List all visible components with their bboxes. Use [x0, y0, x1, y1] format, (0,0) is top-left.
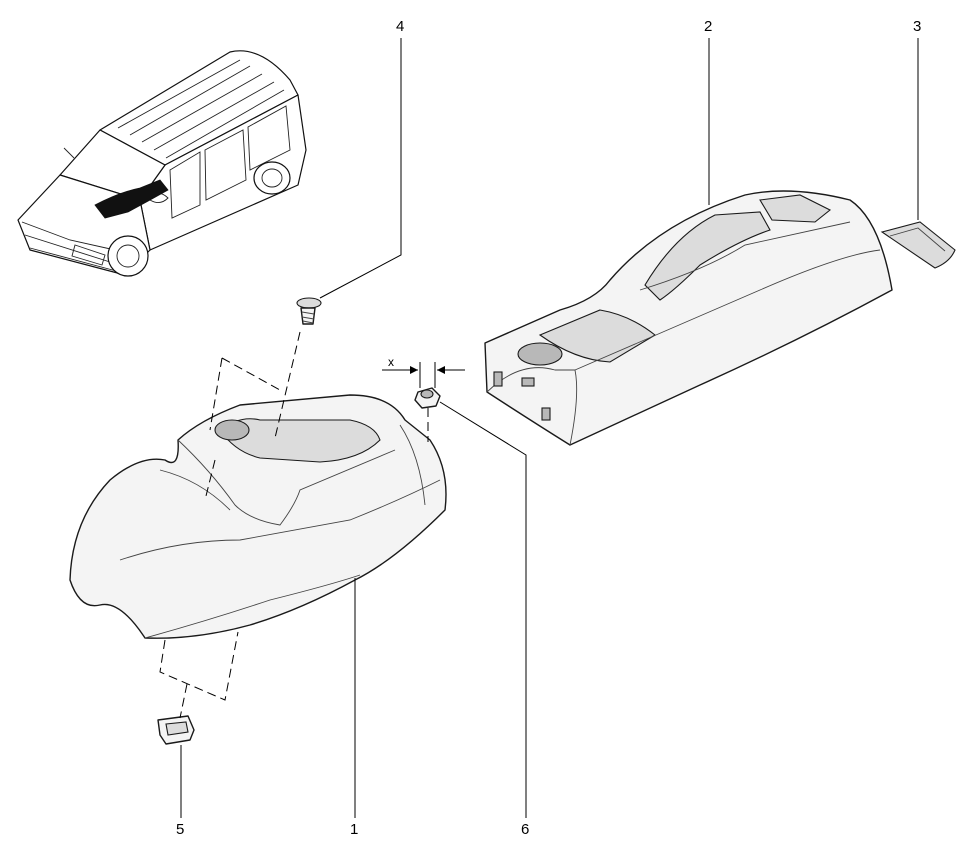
part-2-center-console — [484, 190, 893, 446]
part-1-lower-console-trim — [69, 394, 447, 639]
callout-4: 4 — [396, 18, 404, 35]
part-3-lid-cover — [880, 221, 956, 269]
assembly-alignment-lines — [159, 331, 429, 719]
callout-leaders — [180, 38, 919, 818]
part-6-nut — [414, 387, 441, 409]
dimension-label: x — [388, 355, 394, 369]
callout-6: 6 — [521, 821, 529, 838]
part-4-screw — [296, 297, 322, 325]
callout-3: 3 — [913, 18, 921, 35]
dimension-marker: x — [382, 355, 465, 388]
callout-numbers: 4 2 3 5 1 6 — [176, 18, 921, 838]
callout-2: 2 — [704, 18, 712, 35]
part-5-clip — [157, 715, 195, 745]
callout-1: 1 — [350, 821, 358, 838]
callout-5: 5 — [176, 821, 184, 838]
vehicle-locator-illustration — [17, 50, 307, 277]
